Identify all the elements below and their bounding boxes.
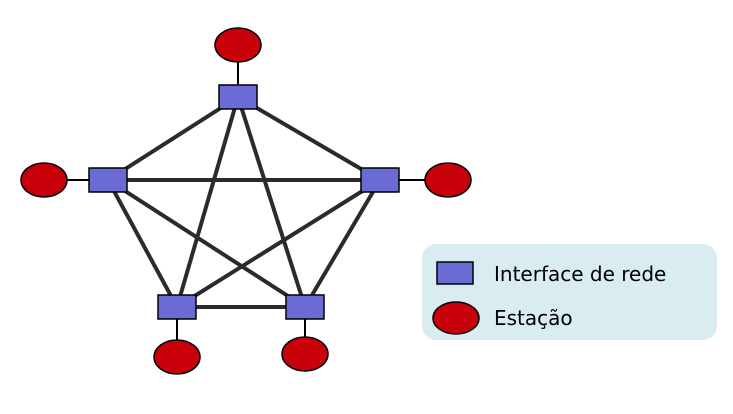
network-interface-bottom-left — [157, 294, 197, 320]
link-top-right — [236, 95, 382, 182]
legend-station-symbol — [432, 301, 480, 335]
network-interfaces — [88, 84, 400, 320]
network-interface-top — [218, 84, 258, 110]
link-right-bottom-right — [303, 178, 382, 309]
link-left-bottom-right — [106, 178, 307, 309]
legend: Interface de rede Estação — [422, 244, 717, 340]
link-left-bottom-left — [106, 178, 179, 309]
station-left — [20, 162, 68, 198]
network-interface-left — [88, 167, 128, 193]
network-interface-right — [360, 167, 400, 193]
legend-box — [422, 244, 717, 340]
stations — [20, 27, 472, 375]
legend-interface-symbol — [436, 261, 474, 285]
network-links — [106, 95, 382, 309]
station-top — [214, 27, 262, 63]
legend-station-label: Estação — [494, 306, 573, 330]
link-right-bottom-left — [175, 178, 382, 309]
link-top-left — [106, 95, 240, 182]
link-top-bottom-right — [236, 95, 307, 309]
network-interface-bottom-right — [285, 294, 325, 320]
legend-interface-label: Interface de rede — [494, 262, 666, 286]
station-right — [424, 162, 472, 198]
link-top-bottom-left — [175, 95, 240, 309]
station-bottom-left — [153, 339, 201, 375]
station-bottom-right — [281, 336, 329, 372]
